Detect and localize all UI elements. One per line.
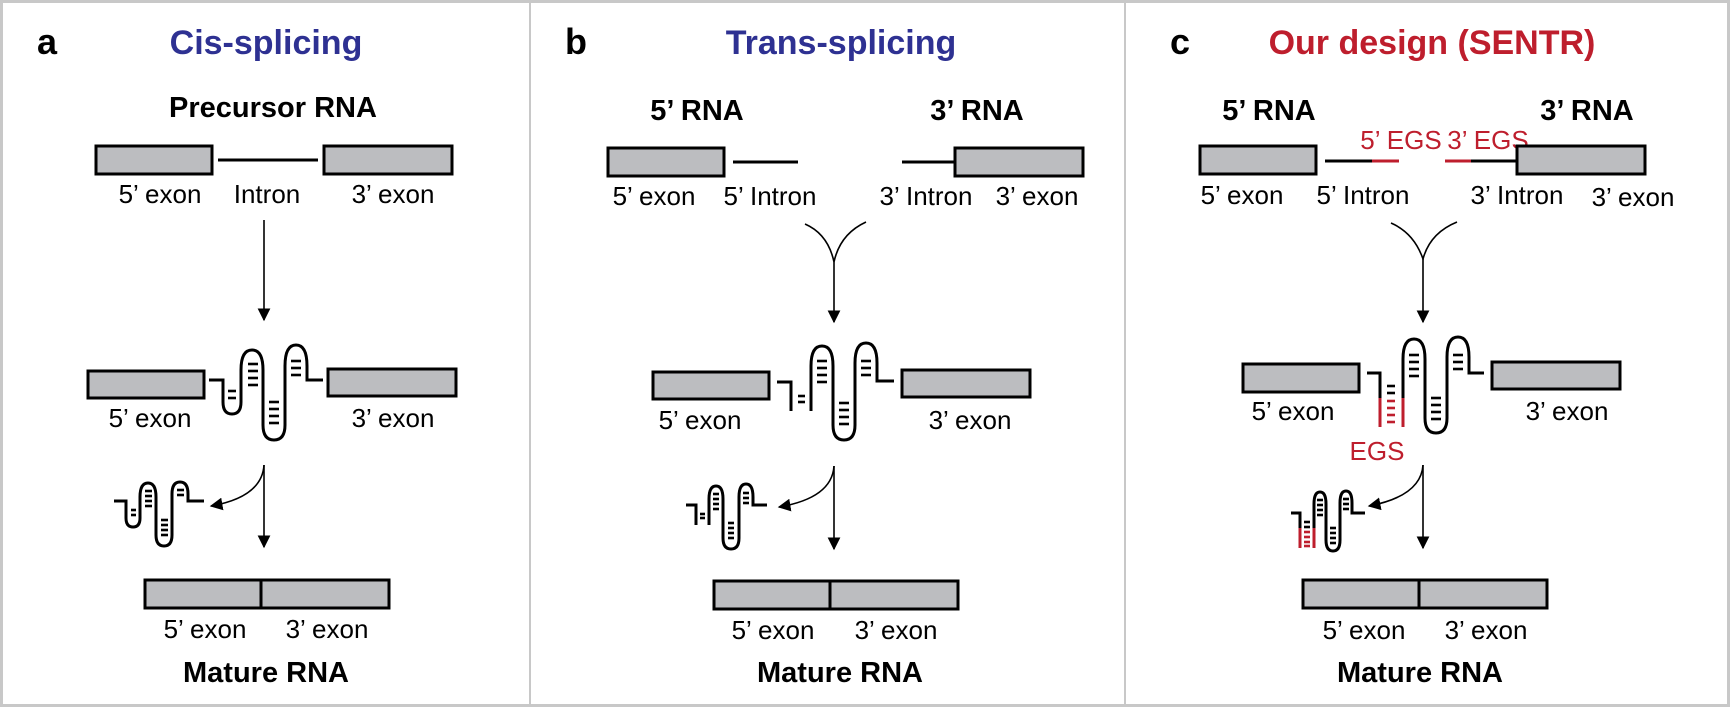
label-3-egs: 3’ EGS xyxy=(1447,125,1528,155)
label-5-egs: 5’ EGS xyxy=(1360,125,1441,155)
exon-5 xyxy=(712,579,832,611)
merge-arrow xyxy=(804,221,867,263)
exon-5 xyxy=(143,578,263,610)
label-5-exon: 5’ exon xyxy=(119,179,202,209)
five-rna-heading: 5’ RNA xyxy=(650,95,744,127)
label-3-exon: 3’ exon xyxy=(352,179,435,209)
excised-intron-egs xyxy=(1291,489,1365,553)
label-5-exon: 5’ exon xyxy=(1323,615,1406,645)
panel-a: a Cis-splicing Precursor RNA 5’ exon Int… xyxy=(37,21,458,689)
panel-title: Our design (SENTR) xyxy=(1269,24,1596,62)
exon-3 xyxy=(322,144,454,176)
label-5-intron: 5’ Intron xyxy=(1317,180,1410,210)
three-rna-heading: 3’ RNA xyxy=(930,95,1024,127)
panel-letter: b xyxy=(565,21,587,62)
label-egs: EGS xyxy=(1350,436,1405,466)
label-5-exon: 5’ exon xyxy=(109,403,192,433)
label-5-exon: 5’ exon xyxy=(1252,396,1335,426)
label-5-intron: 5’ Intron xyxy=(724,181,817,211)
exon-3 xyxy=(1417,578,1549,610)
label-5-exon: 5’ exon xyxy=(732,615,815,645)
label-3-exon: 3’ exon xyxy=(855,615,938,645)
three-rna-heading: 3’ RNA xyxy=(1540,95,1634,127)
label-3-exon: 3’ exon xyxy=(1592,182,1675,212)
mature-heading: Mature RNA xyxy=(1337,657,1503,689)
exon-5 xyxy=(1301,578,1421,610)
exon-3 xyxy=(1515,144,1647,176)
label-5-exon: 5’ exon xyxy=(613,181,696,211)
precursor-heading: Precursor RNA xyxy=(169,92,377,124)
label-intron: Intron xyxy=(234,179,301,209)
label-3-exon: 3’ exon xyxy=(1445,615,1528,645)
label-3-exon: 3’ exon xyxy=(352,403,435,433)
panel-c: c Our design (SENTR) 5’ RNA 3’ RNA 5’ EG… xyxy=(1170,21,1674,689)
panel-title: Trans-splicing xyxy=(726,24,957,62)
mature-heading: Mature RNA xyxy=(183,657,349,689)
panel-title: Cis-splicing xyxy=(170,24,363,62)
excised-intron xyxy=(114,480,204,548)
exon-5 xyxy=(1241,362,1361,394)
label-3-intron: 3’ Intron xyxy=(880,181,973,211)
exon-5 xyxy=(606,146,726,178)
intron-hairpins xyxy=(209,343,323,442)
exon-5 xyxy=(94,144,214,176)
exon-3 xyxy=(326,367,458,398)
label-3-exon: 3’ exon xyxy=(1526,396,1609,426)
arrow-curved xyxy=(209,464,265,511)
label-3-exon: 3’ exon xyxy=(996,181,1079,211)
panel-letter: c xyxy=(1170,21,1190,62)
exon-3 xyxy=(953,146,1085,178)
label-3-exon: 3’ exon xyxy=(929,405,1012,435)
five-rna-heading: 5’ RNA xyxy=(1222,95,1316,127)
mature-heading: Mature RNA xyxy=(757,657,923,689)
label-3-exon: 3’ exon xyxy=(286,614,369,644)
label-5-exon: 5’ exon xyxy=(659,405,742,435)
intron-hairpins-egs xyxy=(1367,335,1484,435)
panel-letter: a xyxy=(37,21,58,62)
label-5-exon: 5’ exon xyxy=(164,614,247,644)
exon-5 xyxy=(651,370,771,401)
exon-3 xyxy=(259,578,391,610)
exon-5 xyxy=(86,369,206,400)
exon-3 xyxy=(1490,360,1622,391)
exon-3 xyxy=(828,579,960,611)
label-3-intron: 3’ Intron xyxy=(1471,180,1564,210)
merge-arrow xyxy=(1390,221,1458,262)
label-5-exon: 5’ exon xyxy=(1201,180,1284,210)
intron-hairpins xyxy=(777,341,894,442)
exon-5 xyxy=(1198,144,1318,176)
arrow-curved xyxy=(777,465,835,512)
arrow-curved xyxy=(1367,464,1424,511)
panel-b: b Trans-splicing 5’ RNA 3’ RNA 5’ exon 5… xyxy=(565,21,1085,689)
excised-intron xyxy=(686,482,767,551)
exon-3 xyxy=(900,368,1032,399)
